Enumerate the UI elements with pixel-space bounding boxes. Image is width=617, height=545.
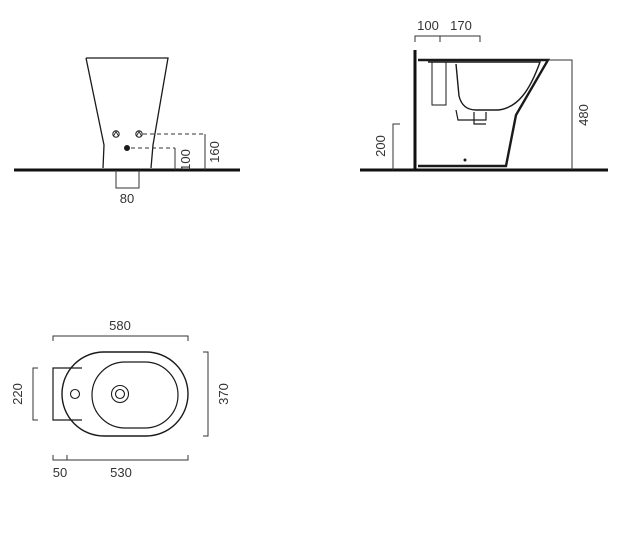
dim-plan-total-length: 580 — [109, 318, 131, 333]
dim-side-wall-height: 200 — [373, 135, 388, 157]
front-body-outline — [85, 57, 169, 169]
dim-plan-back-offset: 50 — [53, 465, 67, 480]
side-body-outline — [418, 58, 551, 168]
dim-front-width: 80 — [120, 191, 134, 206]
tap-hole-detail — [431, 61, 447, 106]
tap-hole-icon — [69, 388, 81, 400]
drain-icon — [110, 384, 130, 404]
side-view: 100 170 480 200 — [360, 18, 608, 172]
side-bowl-interior — [428, 61, 541, 111]
dim-side-total-height: 480 — [576, 104, 591, 126]
drain-outlet-icon — [124, 145, 130, 151]
plan-view: 580 220 370 50 530 — [10, 318, 231, 480]
dim-plan-bowl-length: 530 — [110, 465, 132, 480]
plan-back-block — [52, 367, 82, 421]
plan-outer-rim — [61, 351, 189, 437]
plan-inner-bowl — [91, 361, 179, 429]
dim-side-top-right: 170 — [450, 18, 472, 33]
drain-pipe — [455, 109, 487, 125]
dim-plan-total-width: 370 — [216, 383, 231, 405]
front-view: 80 100 160 — [14, 57, 240, 206]
dim-side-top-left: 100 — [417, 18, 439, 33]
dim-plan-back-width: 220 — [10, 383, 25, 405]
dim-front-outlet-height: 160 — [207, 141, 222, 163]
dim-front-inlet-height: 100 — [178, 149, 193, 171]
